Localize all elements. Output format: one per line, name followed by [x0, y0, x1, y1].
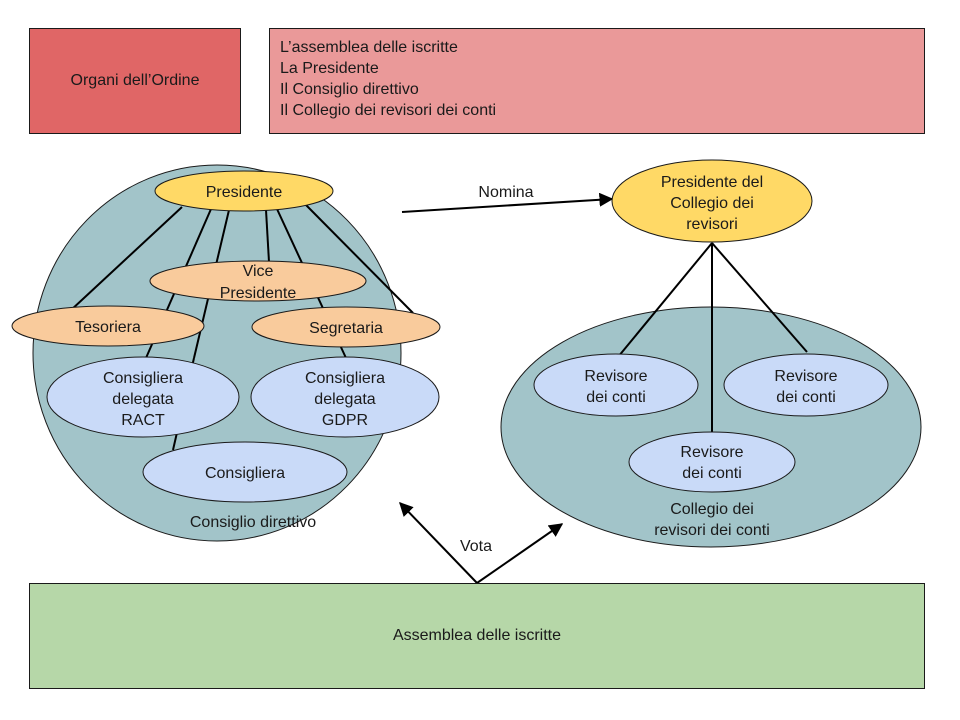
node-consigliera-gdpr: Consigliera delegata GDPR [250, 356, 440, 438]
assemblea-box: Assemblea delle iscritte [29, 583, 925, 689]
node-gdpr-line2: delegata [314, 391, 375, 408]
organs-list-box: L’assemblea delle iscritte La Presidente… [269, 28, 925, 134]
node-presidente-collegio: Presidente del Collegio dei revisori [611, 159, 813, 243]
node-revisore-right-line2: dei conti [776, 389, 836, 406]
node-revisore-left: Revisore dei conti [533, 353, 699, 417]
node-revisore-right-line1: Revisore [774, 368, 837, 385]
organs-list-item: Il Consiglio direttivo [280, 81, 419, 98]
node-vice-presidente: Vice Presidente [149, 260, 367, 302]
node-presidente-collegio-line2: Collegio dei [670, 195, 754, 212]
node-ract-line2: delegata [112, 391, 173, 408]
vota-arrow-collegio [476, 523, 564, 584]
node-tesoriera-label: Tesoriera [75, 319, 141, 336]
edge-presidente-tesoriera [69, 206, 183, 312]
vota-arrow-consiglio [399, 501, 478, 584]
node-ract-line1: Consigliera [103, 370, 183, 387]
nomina-label: Nomina [478, 184, 533, 201]
node-vice-presidente-line1: Vice [243, 263, 274, 280]
node-revisore-left-line1: Revisore [584, 368, 647, 385]
node-vice-presidente-line2: Presidente [220, 285, 297, 302]
node-gdpr-line1: Consigliera [305, 370, 385, 387]
node-consigliera: Consigliera [142, 441, 348, 503]
node-revisore-center-line1: Revisore [680, 444, 743, 461]
node-segretaria-label: Segretaria [309, 320, 383, 337]
node-revisore-center: Revisore dei conti [628, 431, 796, 493]
collegio-label-line2: revisori dei conti [654, 522, 770, 539]
collegio-connectors [617, 242, 808, 434]
node-revisore-center-line2: dei conti [682, 465, 742, 482]
node-presidente-collegio-line1: Presidente del [661, 174, 763, 191]
node-presidente: Presidente [154, 170, 334, 212]
node-segretaria: Segretaria [251, 306, 441, 348]
nomina-arrow [401, 192, 614, 213]
node-consigliera-ract: Consigliera delegata RACT [46, 356, 240, 438]
node-presidente-collegio-line3: revisori [686, 216, 738, 233]
node-consigliera-label: Consigliera [205, 465, 285, 482]
edge-presidente-consigliera [265, 209, 270, 263]
node-presidente-label: Presidente [206, 184, 283, 201]
node-revisore-left-line2: dei conti [586, 389, 646, 406]
node-tesoriera: Tesoriera [11, 305, 205, 347]
organs-list-item: L’assemblea delle iscritte [280, 39, 458, 56]
organi-title: Organi dell’Ordine [70, 72, 200, 89]
assemblea-label: Assemblea delle iscritte [392, 627, 562, 644]
edge-presidente-segretaria [304, 203, 414, 314]
edge-collegio-revisore-right [711, 242, 808, 353]
edge-collegio-revisore-left [617, 242, 713, 358]
node-revisore-right: Revisore dei conti [723, 353, 889, 417]
organs-list-item: Il Collegio dei revisori dei conti [280, 102, 497, 119]
organi-title-box: Organi dell’Ordine [29, 28, 241, 134]
node-ract-line3: RACT [121, 412, 165, 429]
organs-list-item: La Presidente [280, 60, 379, 77]
consiglio-direttivo-label: Consiglio direttivo [190, 514, 316, 531]
vota-label: Vota [460, 538, 492, 555]
node-gdpr-line3: GDPR [322, 412, 368, 429]
collegio-label-line1: Collegio dei [670, 501, 754, 518]
